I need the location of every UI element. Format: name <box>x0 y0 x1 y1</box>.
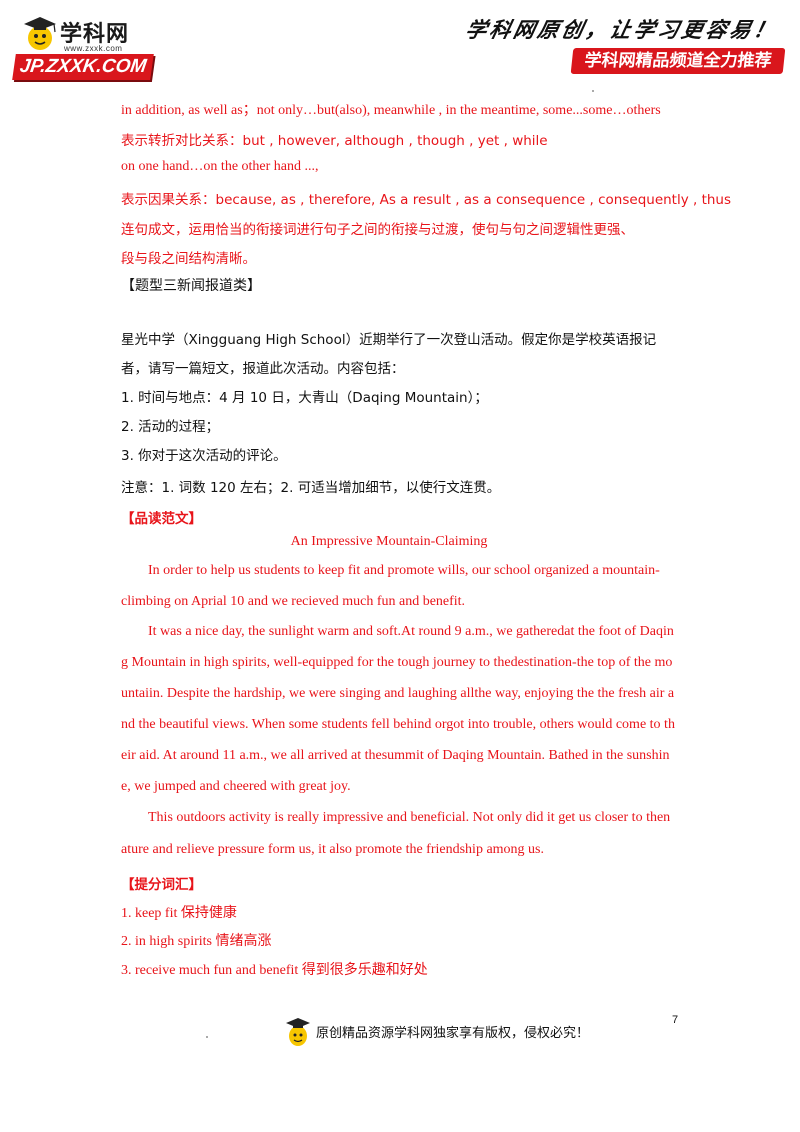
vocab-item-2: 2. in high spirits 情绪高涨 <box>121 934 272 949</box>
header-dot <box>592 90 594 92</box>
connector-line-4: 表示因果关系：because, as , therefore, As a res… <box>121 192 732 208</box>
essay-title: An Impressive Mountain-Claiming <box>290 534 488 549</box>
section-title: 【题型三新闻报道类】 <box>121 278 261 294</box>
vocab-item-3: 3. receive much fun and benefit 得到很多乐趣和好… <box>121 963 428 978</box>
connector-line-2: 表示转折对比关系：but , however, although , thoug… <box>121 133 548 149</box>
model-essay-label: 【品读范文】 <box>121 511 202 527</box>
essay-line-10: ature and relieve pressure form us, it a… <box>121 842 544 857</box>
task-item-3: 3. 你对于这次活动的评论。 <box>121 448 287 464</box>
task-note: 注意：1. 词数 120 左右；2. 可适当增加细节，以使行文连贯。 <box>121 480 501 496</box>
task-paragraph-1: 星光中学（Xingguang High School）近期举行了一次登山活动。假… <box>121 332 657 348</box>
page-footer: 原创精品资源学科网独家享有版权，侵权必究！ <box>0 1010 800 1050</box>
brand-badge: JP.ZXXK.COM <box>12 54 154 80</box>
essay-line-6: nd the beautiful views. When some studen… <box>121 717 675 732</box>
vocab-item-1: 1. keep fit 保持健康 <box>121 906 237 921</box>
brand-url: www.zxxk.com <box>64 44 123 53</box>
connector-note-2: 段与段之间结构清晰。 <box>121 251 256 267</box>
header-slogan: 学科网原创，让学习更容易！ <box>463 17 781 42</box>
essay-line-3: It was a nice day, the sunlight warm and… <box>148 624 674 639</box>
site-logo[interactable]: 学科网 www.zxxk.com JP.ZXXK.COM <box>12 10 154 80</box>
page-header: 学科网 www.zxxk.com JP.ZXXK.COM 学科网原创，让学习更容… <box>0 0 800 90</box>
essay-line-2: climbing on Aprial 10 and we recieved mu… <box>121 594 466 609</box>
essay-line-9: This outdoors activity is really impress… <box>148 810 671 825</box>
essay-line-1: In order to help us students to keep fit… <box>148 563 660 578</box>
vocab-label: 【提分词汇】 <box>121 877 202 893</box>
graduation-mascot-icon <box>24 17 56 50</box>
connector-line-3: on one hand…on the other hand ..., <box>121 159 319 174</box>
essay-line-5: untaiin. Despite the hardship, we were s… <box>121 686 675 701</box>
graduation-mascot-icon <box>286 1018 310 1046</box>
essay-line-4: g Mountain in high spirits, well-equippe… <box>121 655 673 670</box>
essay-line-8: e, we jumped and cheered with great joy. <box>121 779 351 794</box>
brand-name: 学科网 <box>60 22 130 47</box>
footer-dot <box>206 1036 208 1038</box>
connector-line-1: in addition, as well as；not only…but(als… <box>121 103 661 118</box>
copyright-notice: 原创精品资源学科网独家享有版权，侵权必究！ <box>316 1026 590 1041</box>
task-item-2: 2. 活动的过程； <box>121 419 220 435</box>
connector-note-1: 连句成文，运用恰当的衔接词进行句子之间的衔接与过渡，使句与句之间逻辑性更强、 <box>121 222 634 238</box>
recommend-badge: 学科网精品频道全力推荐 <box>570 48 786 74</box>
essay-line-7: eir aid. At around 11 a.m., we all arriv… <box>121 748 670 763</box>
page-number: 7 <box>672 1014 679 1026</box>
task-paragraph-2: 者，请写一篇短文，报道此次活动。内容包括： <box>121 361 405 377</box>
task-item-1: 1. 时间与地点：4 月 10 日，大青山（Daqing Mountain）； <box>121 390 488 406</box>
